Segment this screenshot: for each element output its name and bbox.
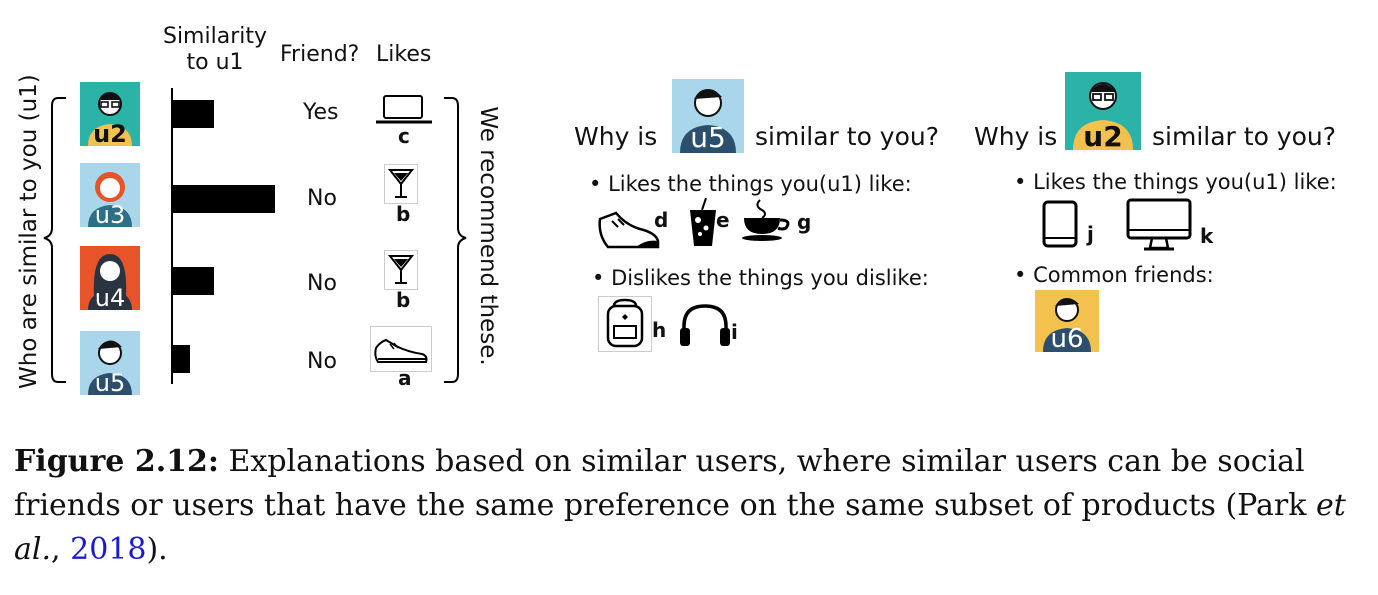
- avatar-u2-large: u2: [1065, 72, 1141, 150]
- friends-bullet-u2: • Common friends:: [1014, 263, 1214, 287]
- item-letter-b: b: [396, 202, 411, 226]
- friend-value-u3: No: [307, 186, 337, 211]
- similarity-axis: [171, 88, 173, 384]
- item-letter-k: k: [1200, 224, 1214, 248]
- friend-value-u2: Yes: [303, 100, 339, 125]
- avatar-label-u5: u5: [94, 369, 126, 395]
- similarity-header: Similarity to u1: [162, 24, 268, 75]
- dislikes-text-u5: Dislikes the things you dislike:: [611, 266, 929, 290]
- avatar-u6: u6: [1035, 290, 1099, 352]
- item-letter-j: j: [1087, 222, 1094, 246]
- avatar-u5: u5: [80, 331, 140, 395]
- tablet-icon: [1042, 200, 1078, 248]
- similarity-bar-u2: [173, 100, 214, 128]
- recommend-vertical-label: We recommend these.: [475, 106, 501, 366]
- similarity-bar-u4: [173, 267, 214, 295]
- caption-close: ).: [146, 532, 168, 567]
- caption-label: Figure 2.12:: [14, 444, 219, 479]
- avatar-u2: u2: [80, 82, 140, 146]
- likes-bullet-u2: • Likes the things you(u1) like:: [1014, 170, 1337, 194]
- similarity-bar-u3: [173, 185, 275, 213]
- avatar-label-u6: u6: [1050, 324, 1084, 352]
- avatar-label-u2-large: u2: [1083, 120, 1123, 150]
- why-suffix-u2: similar to you?: [1152, 122, 1337, 151]
- backpack-icon: [598, 296, 652, 352]
- left-brace: [43, 97, 66, 383]
- avatar-u4: u4: [80, 246, 140, 310]
- caption-etal: et al.: [14, 488, 1346, 567]
- why-suffix-u5: similar to you?: [755, 122, 940, 151]
- item-letter-i: i: [731, 320, 738, 344]
- item-letter-d: d: [654, 208, 669, 232]
- why-prefix-u2: Why is: [974, 122, 1058, 151]
- shoe-icon: [598, 211, 660, 249]
- figure-caption: Figure 2.12: Explanations based on simil…: [14, 440, 1364, 572]
- friend-value-u5: No: [307, 349, 337, 374]
- friend-header: Friend?: [280, 42, 360, 67]
- cocktail-icon: [384, 164, 418, 204]
- why-prefix-u5: Why is: [574, 122, 658, 151]
- likes-text-u2: Likes the things you(u1) like:: [1033, 170, 1337, 194]
- item-letter-g: g: [797, 210, 812, 234]
- cocktail-icon: [384, 250, 418, 290]
- coffee-cup-icon: [742, 199, 790, 241]
- friend-value-u4: No: [307, 271, 337, 296]
- drink-cup-icon: [690, 198, 716, 246]
- avatar-label-u2: u2: [93, 120, 127, 146]
- citation-link[interactable]: 2018: [70, 532, 147, 567]
- avatar-label-u4: u4: [94, 284, 126, 310]
- item-letter-e: e: [716, 208, 730, 232]
- avatar-u5-large: u5: [672, 79, 744, 153]
- likes-bullet-u5: • Likes the things you(u1) like:: [589, 172, 912, 196]
- item-letter-h: h: [652, 318, 667, 342]
- similarity-bar-u5: [173, 345, 190, 373]
- caption-text: Explanations based on similar users, whe…: [14, 444, 1316, 523]
- item-letter-c: c: [398, 124, 410, 148]
- likes-header: Likes: [376, 42, 432, 67]
- right-brace: [444, 97, 467, 383]
- headphones-icon: [680, 304, 730, 346]
- avatar-label-u3: u3: [94, 201, 126, 227]
- item-letter-a: a: [398, 366, 412, 390]
- caption-comma: ,: [51, 532, 71, 567]
- dislikes-bullet-u5: • Dislikes the things you dislike:: [592, 266, 929, 290]
- item-letter-b: b: [396, 288, 411, 312]
- avatar-u3: u3: [80, 163, 140, 227]
- laptop-icon: [376, 95, 432, 124]
- likes-text-u5: Likes the things you(u1) like:: [608, 172, 912, 196]
- friends-text-u2: Common friends:: [1033, 263, 1214, 287]
- avatar-label-u5-large: u5: [690, 121, 726, 153]
- sneaker-icon: [370, 326, 432, 372]
- monitor-icon: [1126, 198, 1192, 251]
